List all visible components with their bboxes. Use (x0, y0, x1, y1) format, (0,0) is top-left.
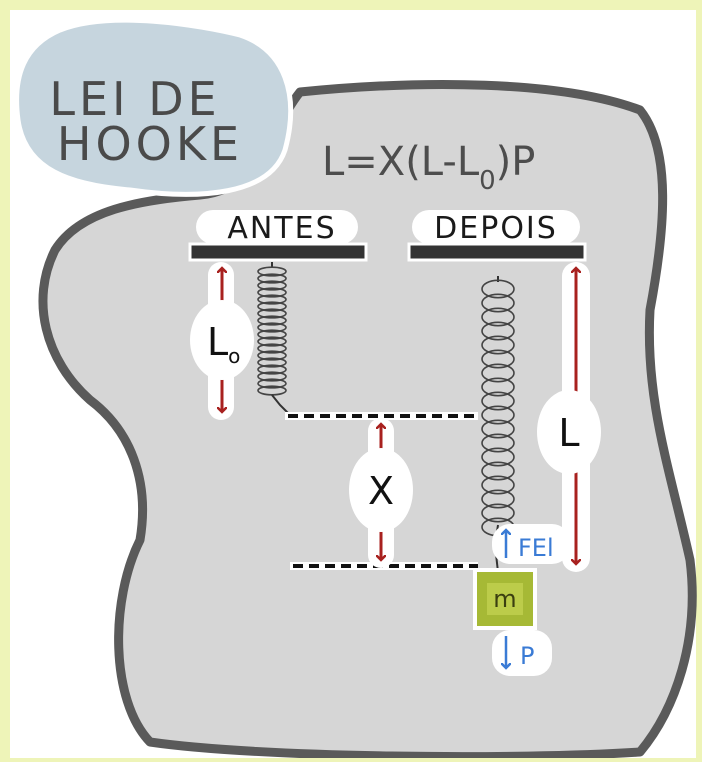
spring-coil (257, 294, 287, 305)
spring-coil (257, 329, 287, 340)
support-before (188, 242, 368, 262)
deformation-label-bubble (349, 448, 413, 532)
spring-coil (257, 385, 287, 396)
title-line-1: LEI DE (49, 72, 220, 126)
spring-coil (257, 322, 287, 333)
spring-coil (257, 301, 287, 312)
original-length-letter: L (207, 320, 228, 364)
mass-block-inner (487, 583, 523, 615)
original-length-label-bubble (190, 300, 254, 380)
formula: L=X(L-L0)P (322, 139, 535, 196)
spring-coil (481, 447, 515, 467)
spring-coil (257, 280, 287, 291)
spring-coil (257, 343, 287, 354)
spring-coil (257, 371, 287, 382)
spring-before-tail (271, 394, 291, 416)
spring-coil (257, 308, 287, 319)
elastic-force-backdrop (492, 524, 570, 564)
length-label-bubble (537, 390, 601, 474)
deformation-label: X (368, 469, 394, 513)
spring-coil (481, 419, 515, 439)
spring-coil (257, 273, 287, 284)
spring-coil (481, 391, 515, 411)
spring-coil (481, 433, 515, 453)
spring-coil (257, 336, 287, 347)
after-heading: DEPOIS (434, 211, 558, 246)
original-length-label: Lo (207, 320, 240, 368)
spring-coil (481, 279, 515, 299)
spring-coil (481, 503, 515, 523)
formula-subscript: 0 (479, 166, 496, 196)
spring-coil (481, 405, 515, 425)
formula-tail: )P (496, 139, 536, 185)
spring-coil (481, 475, 515, 495)
title-bubble (14, 17, 294, 197)
spring-coil (481, 349, 515, 369)
spring-coil (257, 266, 287, 277)
spring-coil (481, 363, 515, 383)
elastic-force-label: FEl (518, 534, 554, 562)
spring-coil (481, 335, 515, 355)
mass-block (473, 568, 537, 630)
after-heading-pill (412, 210, 580, 244)
spring-coil (257, 350, 287, 361)
spring-coil (481, 307, 515, 327)
spring-coil (481, 293, 515, 313)
spring-coil (257, 378, 287, 389)
formula-main: L=X(L-L (322, 139, 480, 185)
spring-coil (481, 377, 515, 397)
spring-coil (481, 321, 515, 341)
length-label: L (558, 411, 579, 455)
before-heading: ANTES (227, 211, 336, 246)
spring-coil (481, 461, 515, 481)
spring-coil (257, 364, 287, 375)
spring-coil (257, 287, 287, 298)
before-heading-pill (196, 210, 358, 244)
spring-coil (257, 315, 287, 326)
spring-coil (481, 489, 515, 509)
support-after (407, 242, 587, 262)
title-line-2: HOOKE (57, 117, 243, 171)
mass-label: m (493, 585, 516, 613)
spring-coil (257, 357, 287, 368)
spring-before (257, 262, 287, 396)
original-length-subscript: o (228, 344, 240, 368)
weight-label: P (520, 642, 534, 670)
